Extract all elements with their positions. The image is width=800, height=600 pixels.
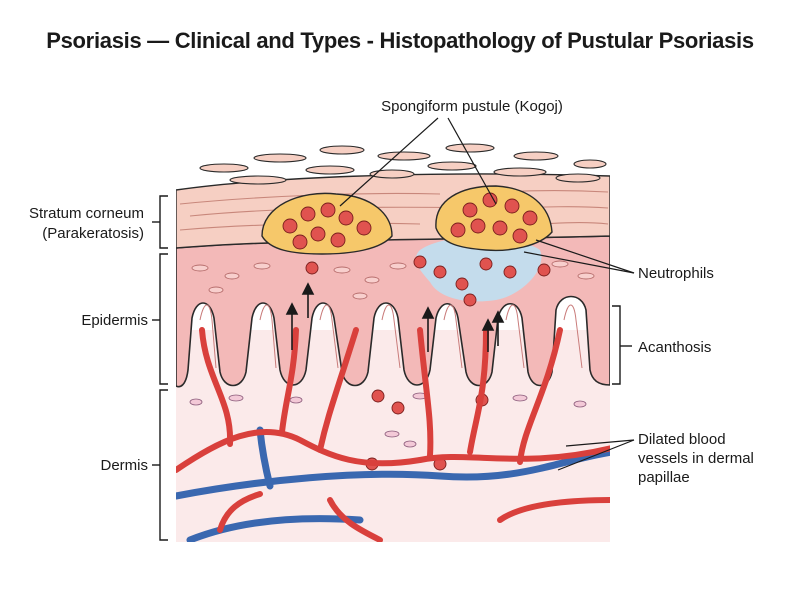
spongiosis-area: [415, 237, 542, 302]
label-dermis: Dermis: [101, 457, 149, 474]
label-dilated-vessels-1: Dilated blood: [638, 431, 726, 448]
tissue-block: [176, 173, 610, 542]
label-dilated-vessels-2: vessels in dermal: [638, 450, 754, 467]
label-acanthosis: Acanthosis: [638, 339, 711, 356]
label-stratum-corneum: Stratum corneum: [29, 205, 144, 222]
label-parakeratosis: (Parakeratosis): [42, 225, 144, 242]
acanthosis-bracket: [612, 305, 632, 385]
left-brackets: [152, 195, 168, 541]
label-epidermis: Epidermis: [81, 312, 148, 329]
leader-lines: [339, 117, 635, 471]
label-spongiform-pustule: Spongiform pustule (Kogoj): [381, 98, 563, 115]
label-dilated-vessels-3: papillae: [638, 469, 690, 486]
label-neutrophils: Neutrophils: [638, 265, 714, 282]
basal-cells: [199, 304, 583, 369]
arteries: [176, 327, 610, 542]
scale-flakes: [199, 143, 607, 185]
migration-arrows: [285, 282, 505, 352]
diagram-title: Psoriasis — Clinical and Types - Histopa…: [46, 28, 754, 53]
dermal-cells: [189, 392, 587, 448]
keratinocytes: [191, 260, 595, 300]
